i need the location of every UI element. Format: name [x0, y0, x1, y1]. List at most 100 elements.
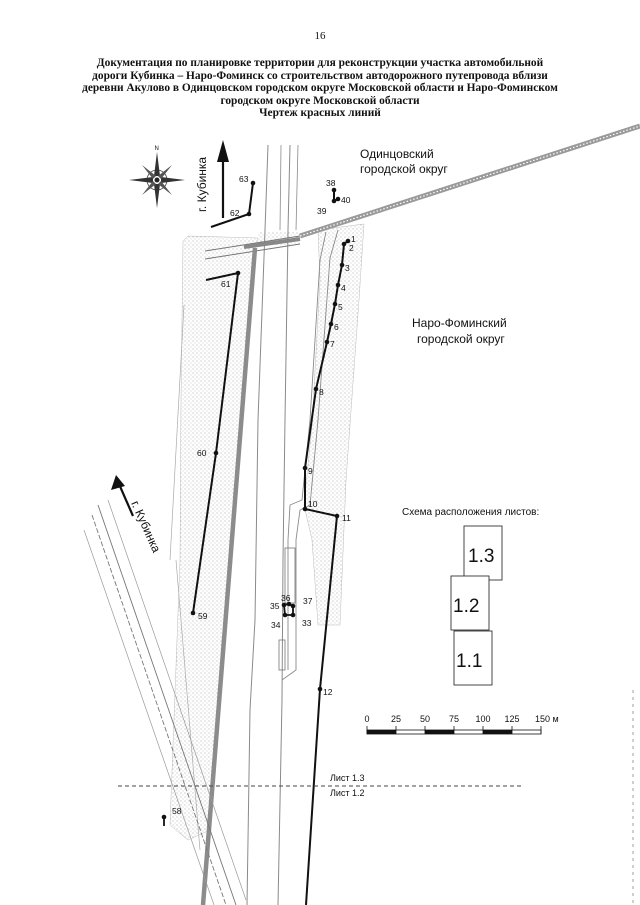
direction-arrow-shaft [117, 483, 135, 517]
scheme-title: Схема расположения листов: [402, 507, 539, 518]
point-marker-4 [335, 282, 341, 288]
service-road-inner [287, 231, 327, 670]
main-road-inner-west [279, 144, 282, 231]
direction-label-middle: г. Кубинка [128, 499, 163, 555]
scale-bar-segment [483, 730, 512, 734]
rail-track [107, 499, 247, 901]
ditch-line [175, 559, 201, 851]
point-label-4: 4 [341, 283, 346, 293]
district-naro-fominsk-line1: Наро-Фоминский [412, 316, 507, 330]
point-marker-60 [213, 450, 219, 456]
point-label-40: 40 [341, 195, 351, 205]
planning-zone-east [303, 223, 365, 626]
point-label-37: 37 [303, 596, 313, 606]
point-marker-10 [302, 506, 308, 512]
point-label-34: 34 [271, 620, 281, 630]
scheme-sheet-label: 1.2 [453, 596, 479, 617]
point-marker-1 [345, 238, 351, 244]
railway-hatch [299, 125, 640, 237]
scale-tick-label: 25 [391, 714, 401, 724]
point-label-11: 11 [342, 513, 351, 523]
point-label-61: 61 [221, 279, 231, 289]
point-marker-35 [281, 602, 287, 608]
direction-label-top: г. Кубинка [195, 157, 209, 212]
point-label-58: 58 [172, 806, 182, 816]
point-marker-12 [317, 686, 323, 692]
point-label-1: 1 [351, 234, 356, 244]
structure [278, 639, 286, 671]
point-marker-9 [302, 465, 308, 471]
point-marker-8 [313, 386, 319, 392]
point-label-60: 60 [197, 448, 207, 458]
title-line-4: городском округе Московской области [220, 94, 420, 107]
point-marker-2 [341, 241, 347, 247]
compass-center [154, 177, 160, 183]
overpass-deck [243, 237, 301, 249]
district-odintsovo-line1: Одинцовский [360, 147, 434, 161]
point-marker-36 [286, 601, 292, 607]
point-label-10: 10 [308, 499, 318, 509]
rail-track [83, 529, 215, 905]
point-label-39: 39 [317, 206, 327, 216]
point-label-2: 2 [349, 243, 354, 253]
scale-tick-label: 50 [420, 714, 430, 724]
scheme-sheet-1-1: 1.1 [453, 630, 493, 686]
point-marker-63 [250, 180, 256, 186]
main-road-west-edge [246, 144, 269, 905]
point-marker-40 [335, 196, 341, 202]
point-marker-37 [290, 603, 296, 609]
point-marker-38 [331, 187, 337, 193]
point-marker-39 [331, 198, 337, 204]
point-marker-62 [246, 211, 252, 217]
compass-point-s [154, 184, 160, 208]
point-label-3: 3 [345, 263, 350, 273]
ditch-line [169, 304, 185, 561]
scheme-sheet-label: 1.3 [468, 546, 494, 567]
red-line-west [192, 271, 240, 614]
point-marker-3 [339, 262, 345, 268]
scheme-sheet-label: 1.1 [456, 651, 482, 672]
point-marker-5 [332, 301, 338, 307]
point-label-38: 38 [326, 178, 336, 188]
point-label-8: 8 [319, 387, 324, 397]
point-marker-58 [161, 814, 167, 820]
scheme-sheet-1-2: 1.2 [450, 575, 490, 631]
scale-bar-segment [425, 730, 454, 734]
point-label-59: 59 [198, 611, 208, 621]
scheme-sheet-frame [453, 630, 493, 686]
page-number: 16 [314, 30, 326, 42]
point-label-5: 5 [338, 302, 343, 312]
point-marker-7 [324, 339, 330, 345]
sheet-upper-label: Лист 1.3 [330, 773, 365, 783]
district-odintsovo-line2: городской округ [360, 162, 448, 176]
direction-arrow-head [111, 475, 125, 490]
sheet-lower-label: Лист 1.2 [330, 788, 365, 798]
scheme-sheet-1-3: 1.3 [463, 525, 503, 581]
document-title: Документация по планировке территории дл… [60, 57, 580, 120]
scheme-sheet-frame [450, 575, 490, 631]
title-line-5: Чертеж красных линий [259, 107, 381, 120]
direction-kubinka-top: г. Кубинка [195, 140, 229, 218]
point-marker-61 [235, 270, 241, 276]
point-marker-6 [328, 321, 334, 327]
rail-track [97, 504, 237, 905]
point-label-62: 62 [230, 208, 240, 218]
compass-rose: N [129, 146, 185, 208]
point-marker-33 [290, 612, 296, 618]
rail-track [91, 514, 227, 905]
compass-point-n [154, 152, 160, 176]
compass-north-label: N [155, 146, 159, 152]
main-road-east-edge [277, 144, 291, 905]
point-label-9: 9 [308, 466, 313, 476]
red-line-west-top [210, 182, 254, 228]
embankment [200, 247, 258, 905]
compass-point-e [161, 177, 185, 183]
main-road-inner-east [295, 144, 299, 231]
compass-point-nw [142, 165, 156, 179]
point-label-36: 36 [281, 593, 291, 603]
district-naro-fominsk-line2: городской округ [417, 332, 505, 346]
scale-tick-label: 150 м [535, 714, 559, 724]
